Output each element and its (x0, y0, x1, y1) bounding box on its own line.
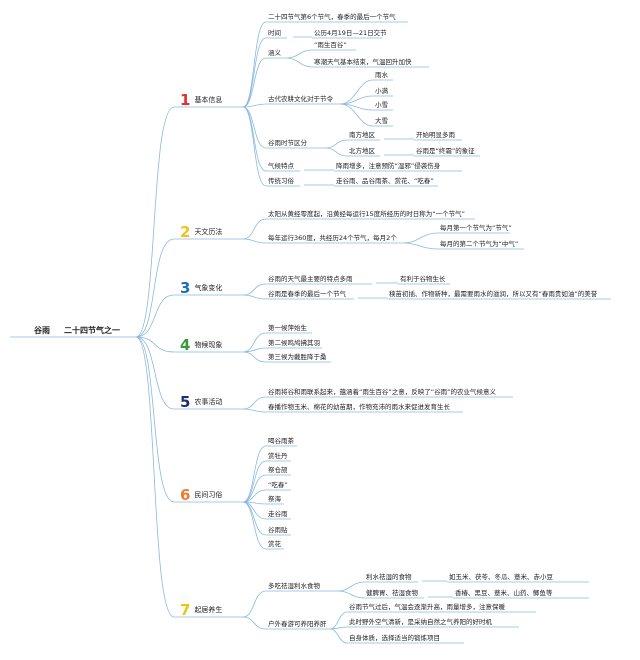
branch-6-label: 民间习俗 (194, 490, 223, 499)
branch-3-number: 3 (180, 279, 191, 297)
b2-sub-1: 每月第一个节气为“节气” (440, 224, 512, 232)
branch-6[interactable]: 6 民间习俗 (180, 487, 222, 503)
b1-time-value: 公历4月19日—21日交节 (314, 29, 387, 37)
b6-item: 祭仓颉 (268, 466, 288, 474)
b1-culture-item: 雨水 (375, 71, 388, 79)
b1-culture-item: 小满 (375, 87, 388, 95)
b7-food-1-value: 如玉米、茯苓、冬瓜、薏米、赤小豆 (449, 573, 553, 581)
branch-7[interactable]: 7 起居养生 (180, 602, 222, 618)
b4-links (242, 332, 331, 363)
b7-outdoor-item: 自身体质，选择适当的锻炼项目 (349, 634, 440, 642)
b1-meaning-1: “雨生百谷” (314, 41, 347, 49)
b1-climate-value: 降雨增多，注意预防“湿邪”侵袭伤身 (336, 162, 441, 170)
branch-2[interactable]: 2 天文历法 (180, 224, 222, 240)
b1-meaning-2: 寒潮天气基本结束，气温回升加快 (314, 58, 412, 66)
branch-1-label: 基本信息 (194, 95, 223, 104)
b3-line-2-value: 秧苗初插、作物新种，最需要雨水的滋润，所以又有“春雨贵如油”的美誉 (389, 290, 598, 298)
branch-7-label: 起居养生 (194, 605, 223, 614)
b1-north-value: 谷雨是“终霜”的象征 (416, 147, 475, 155)
b3-line-1: 谷雨的天气最主要的特点多雨 (268, 275, 353, 283)
branch-5-number: 5 (180, 393, 191, 411)
branch-5[interactable]: 5 农事活动 (180, 394, 222, 410)
b1-custom-label: 传统习俗 (268, 177, 294, 185)
b7-outdoor-item: 此时野外空气清新，是采纳自然之气养阳的好时机 (349, 618, 492, 626)
branch-7-number: 7 (180, 601, 191, 619)
branch-6-number: 6 (180, 486, 191, 504)
b1-culture-label: 古代农耕文化对于节令 (268, 95, 333, 103)
root-title: 谷雨 (34, 326, 50, 335)
b6-item: 赏牡丹 (268, 452, 288, 460)
b1-climate-label: 气候特点 (268, 162, 294, 170)
branch-2-number: 2 (180, 223, 191, 241)
b5-links (242, 396, 513, 413)
link-root-b1 (135, 106, 175, 338)
b5-line-2: 春播作物玉米、棉花的幼苗期，作物充沛的雨水来促进发育生长 (268, 403, 450, 411)
b1-meaning-label: 涵义 (268, 49, 281, 57)
b4-item: 第二候鸣鸠拂其羽 (268, 339, 320, 347)
link-root-b6 (135, 336, 175, 503)
root-subtitle: 二十四节气之一 (64, 326, 120, 335)
b1-links (242, 21, 480, 187)
b2-line-2: 每年运行360度，共经历24个节气，每月2个 (268, 234, 397, 242)
b6-item: 赏花 (268, 540, 281, 548)
b7-outdoor-label: 户外春游可养阳养肝 (268, 620, 327, 628)
b1-fact: 二十四节气第6个节气，春季的最后一个节气 (268, 13, 396, 21)
b6-item: 谷雨贴 (268, 526, 288, 534)
link-root-b4 (135, 336, 175, 353)
b1-culture-item: 大雪 (375, 117, 388, 125)
link-root-b3 (135, 294, 175, 338)
b3-line-2: 谷雨是春季的最后一个节气 (268, 290, 346, 298)
b4-item: 第三候为戴胜降于桑 (268, 353, 327, 361)
b2-sub-2: 每月的第二个节气为“中气” (440, 240, 519, 248)
b1-culture-item: 小雪 (375, 101, 388, 109)
b6-links (242, 445, 297, 550)
b3-line-1-value: 有利于谷物生长 (400, 275, 446, 283)
b1-time-label: 时间 (268, 29, 281, 37)
b1-south-label: 南方地区 (349, 131, 375, 139)
b7-links (242, 580, 589, 644)
branch-4[interactable]: 4 物候现象 (180, 337, 222, 353)
b5-line-1: 谷雨将谷和雨联系起来，蕴涵着“雨生百谷”之意，反映了“谷雨”的农业气候意义 (268, 388, 496, 396)
b3-links (242, 282, 611, 300)
b7-food-label: 多吃祛湿利水食物 (268, 582, 320, 590)
b1-region-label: 谷雨时节区分 (268, 139, 307, 147)
branch-1-number: 1 (180, 91, 191, 109)
b7-food-1-label: 利水祛湿的食物 (366, 573, 412, 581)
b4-item: 第一候萍始生 (268, 324, 307, 332)
branch-2-label: 天文历法 (194, 227, 223, 236)
link-root-b2 (135, 238, 175, 338)
branch-4-number: 4 (180, 336, 191, 354)
b6-item: 喝谷雨茶 (268, 437, 294, 445)
link-root-b5 (135, 336, 175, 410)
link-root-b7 (135, 336, 175, 618)
b6-item: 走谷雨 (268, 510, 288, 518)
b1-north-label: 北方地区 (349, 147, 375, 155)
b1-custom-value: 走谷雨、品谷雨茶、赏花、“吃春” (336, 177, 434, 185)
b2-line-1: 太阳从黄经零度起，沿黄经每运行15度所经历的时日称为“一个节气” (268, 210, 466, 218)
branch-1[interactable]: 1 基本信息 (180, 92, 222, 108)
b7-food-2-value: 香椿、黑豆、薏米、山药、鲫鱼等 (455, 589, 553, 597)
b6-item: 祭海 (268, 495, 281, 503)
branch-4-label: 物候现象 (194, 340, 223, 349)
branch-3[interactable]: 3 气象变化 (180, 280, 222, 296)
b6-item: “吃春” (268, 481, 288, 489)
b7-outdoor-item: 谷雨节气过后，气温会逐渐升高，雨量增多，注意保暖 (349, 603, 505, 611)
b1-south-value: 开始明显多雨 (416, 131, 455, 139)
branch-3-label: 气象变化 (194, 283, 223, 292)
b7-food-2-label: 健脾胃、祛湿食物 (366, 589, 418, 597)
b2-links (242, 218, 524, 250)
branch-5-label: 农事活动 (194, 397, 223, 406)
